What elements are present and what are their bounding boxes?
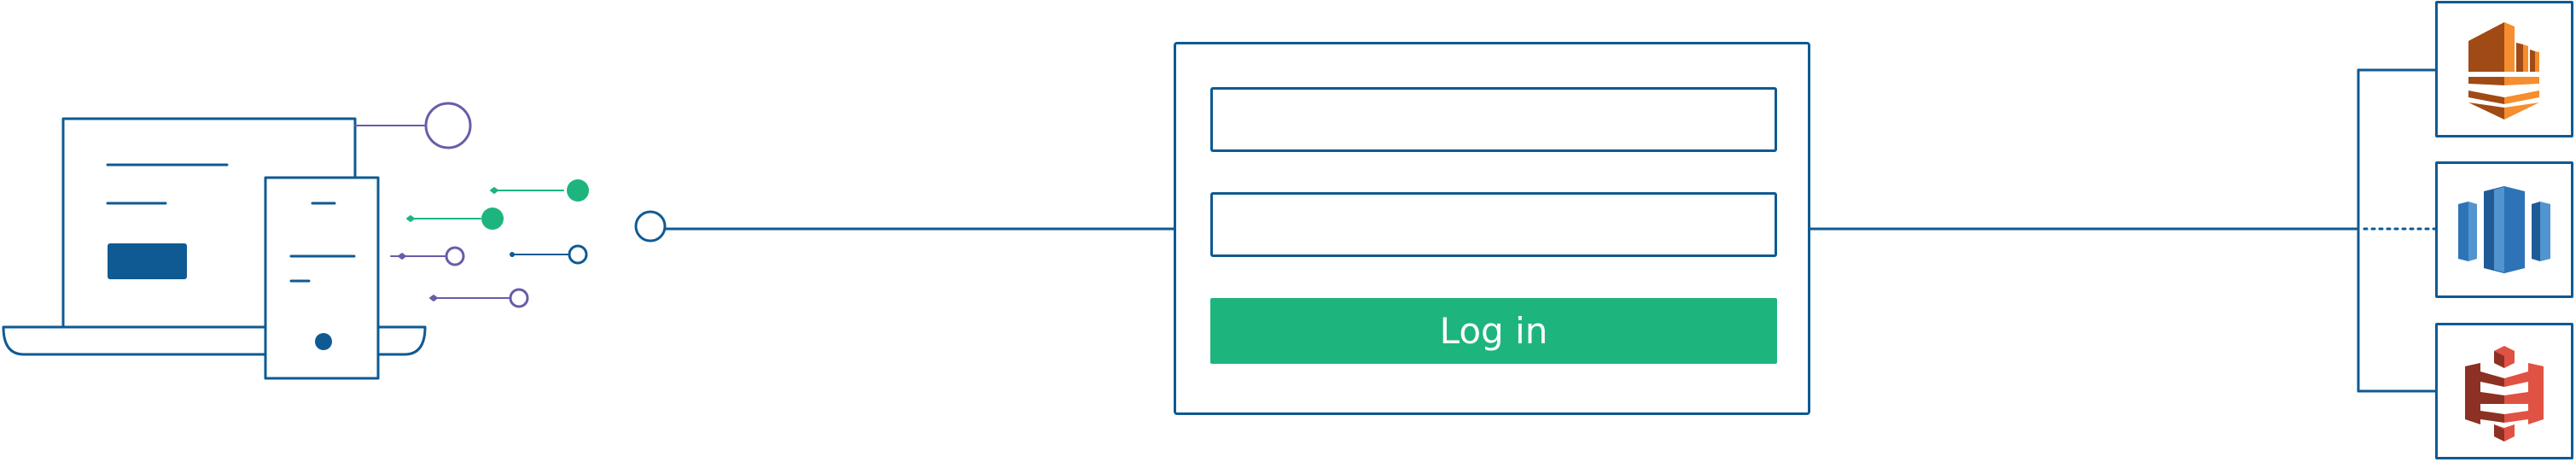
login-services-connector: [1809, 68, 2437, 393]
service-box-s3: [2435, 323, 2573, 459]
data-particles: [390, 179, 589, 308]
username-field[interactable]: [1210, 87, 1777, 152]
kinesis-icon: [2468, 22, 2539, 120]
password-field[interactable]: [1210, 192, 1777, 257]
phone-icon: [264, 176, 380, 380]
s3-icon: [2465, 346, 2544, 442]
laptop-connector: [354, 102, 472, 149]
login-button[interactable]: Log in: [1210, 298, 1777, 364]
client-login-connector: [634, 210, 1175, 243]
service-box-kinesis: [2435, 1, 2573, 137]
login-form: Log in: [1174, 42, 1810, 415]
redshift-icon: [2458, 186, 2550, 273]
service-box-redshift: [2435, 161, 2573, 298]
